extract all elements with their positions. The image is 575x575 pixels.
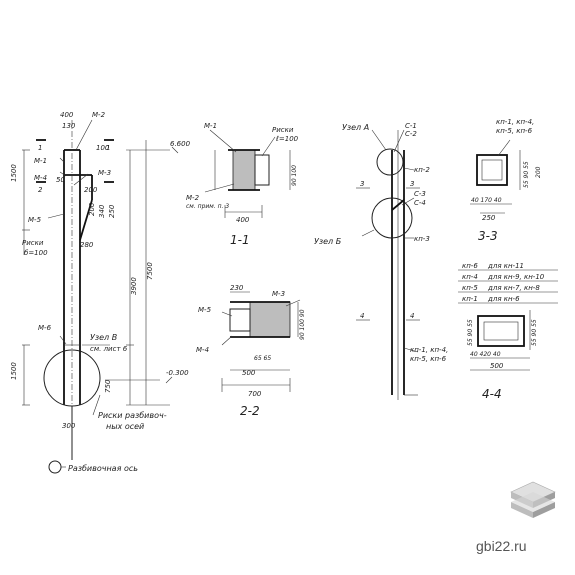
s33-kp14: кп-1, кп-4, — [496, 118, 534, 126]
s11-l100: ℓ=100 — [275, 135, 299, 143]
uzel-b: Узел Б — [314, 237, 342, 246]
s11-title: 1-1 — [230, 233, 250, 247]
label-m4: М-4 — [34, 174, 47, 182]
label-sec4b: 4 — [410, 312, 414, 320]
label-kp14: кп-1, кп-4, — [410, 346, 448, 354]
label-sm-list6: см. лист 6 — [90, 345, 128, 353]
s22-500: 500 — [242, 369, 256, 377]
label-m3: М-3 — [98, 169, 111, 177]
legend-lines — [458, 269, 558, 304]
label-c4: С-4 — [414, 199, 426, 207]
label-100: 100 — [96, 144, 110, 152]
label-m5: М-5 — [28, 216, 42, 224]
legend-0-text: для кн-11 — [487, 262, 524, 270]
label-1500b: 1500 — [10, 362, 18, 380]
s33-title: 3-3 — [478, 229, 498, 243]
label-sec3a: 3 — [360, 180, 364, 188]
label-280: 280 — [80, 241, 94, 249]
label-130: 130 — [62, 122, 76, 130]
label-200b: 200 — [88, 202, 96, 216]
labels: 400 130 М-2 1 1 М-1 М-4 2 М-3 1500 50 20… — [10, 111, 545, 473]
legend-1-code: кп-4 — [462, 273, 478, 281]
label-sec1-left: 1 — [38, 144, 42, 152]
axis-marker-circle — [48, 460, 62, 474]
s22-6565: 65 65 — [254, 355, 271, 362]
label-c3: С-3 — [414, 190, 426, 198]
label-uzel-v: Узел В — [90, 333, 117, 342]
s11-m2: М-2 — [186, 194, 200, 202]
s44-bottom: 40 420 40 — [470, 351, 501, 358]
label-sec3b: 3 — [410, 180, 414, 188]
label-m1: М-1 — [34, 157, 47, 165]
label-elev-6600: 6.600 — [170, 140, 191, 148]
s33-200: 200 — [535, 166, 542, 178]
s22-m3: М-3 — [272, 290, 285, 298]
label-3900: 3900 — [130, 277, 138, 295]
label-m6: М-6 — [38, 324, 52, 332]
label-400: 400 — [60, 111, 74, 119]
s11-prim: см. прим. п. 3 — [186, 203, 229, 210]
s22-m4: М-4 — [196, 346, 209, 354]
section-3-3 — [470, 139, 521, 214]
label-sec1-right: 1 — [106, 144, 110, 152]
label-c1: С-1 — [405, 122, 417, 130]
label-200: 200 — [84, 186, 98, 194]
s33-bottom: 40 170 40 — [471, 197, 502, 204]
s11-dims: 90 100 — [291, 165, 298, 186]
label-kp2: кп-2 — [414, 166, 430, 174]
label-axis: Разбивочная ось — [68, 464, 138, 473]
column-section — [356, 129, 420, 400]
label-sec2-left: 2 — [38, 186, 43, 194]
label-elev-0300: -0.300 — [166, 369, 189, 377]
label-risks-axis-b: ных осей — [106, 422, 144, 431]
legend-3-text: для кн-6 — [487, 295, 520, 303]
legend-0-code: кп-6 — [462, 262, 478, 270]
section-1-1 — [204, 129, 291, 218]
s11-m1: М-1 — [204, 122, 217, 130]
label-m2: М-2 — [92, 111, 106, 119]
label-risks-a: Риски — [22, 239, 44, 247]
s33-dims: 55 90 55 — [523, 161, 530, 188]
s22-700: 700 — [248, 390, 262, 398]
label-kp56: кп-5, кп-6 — [410, 355, 447, 363]
watermark-text: gbi22.ru — [476, 538, 527, 554]
legend-2-code: кп-5 — [462, 284, 478, 292]
s22-m5: М-5 — [198, 306, 212, 314]
s44-title: 4-4 — [482, 387, 502, 401]
s22-title: 2-2 — [240, 404, 260, 418]
s11-riski: Риски — [272, 126, 294, 134]
section-4-4 — [470, 310, 531, 371]
label-250: 250 — [108, 204, 116, 218]
s33-kp56: кп-5, кп-6 — [496, 127, 533, 135]
uzel-a-circle — [376, 148, 404, 176]
label-c2: С-2 — [405, 130, 417, 138]
label-1500a: 1500 — [10, 164, 18, 182]
legend-2-text: для кн-7, кн-8 — [487, 284, 540, 292]
label-300: 300 — [62, 422, 76, 430]
label-7500: 7500 — [146, 262, 154, 280]
label-750: 750 — [104, 379, 112, 393]
label-kp3: кп-3 — [414, 235, 430, 243]
s11-400: 400 — [236, 216, 250, 224]
uzel-a: Узел А — [342, 123, 369, 132]
s44-left: 55 90 55 — [467, 319, 474, 346]
s22-dims: 90 100 90 — [299, 309, 306, 340]
site-logo-icon — [510, 481, 556, 518]
label-sec4a: 4 — [360, 312, 364, 320]
uzel-b-circle — [371, 197, 413, 239]
s44-500: 500 — [490, 362, 504, 370]
legend-1-text: для кн-9, кн-10 — [487, 273, 545, 281]
s33-250: 250 — [482, 214, 496, 222]
label-340: 340 — [98, 204, 106, 218]
section-2-2 — [221, 291, 301, 392]
label-risks-axis-a: Риски разбивоч- — [98, 411, 167, 420]
label-risks-b: б=100 — [24, 249, 48, 257]
s44-dims: 55 90 55 — [531, 319, 538, 346]
legend-3-code: кп-1 — [462, 295, 478, 303]
label-50a: 50 — [56, 176, 65, 184]
column-elevation — [22, 119, 179, 474]
s22-230: 230 — [230, 284, 244, 292]
